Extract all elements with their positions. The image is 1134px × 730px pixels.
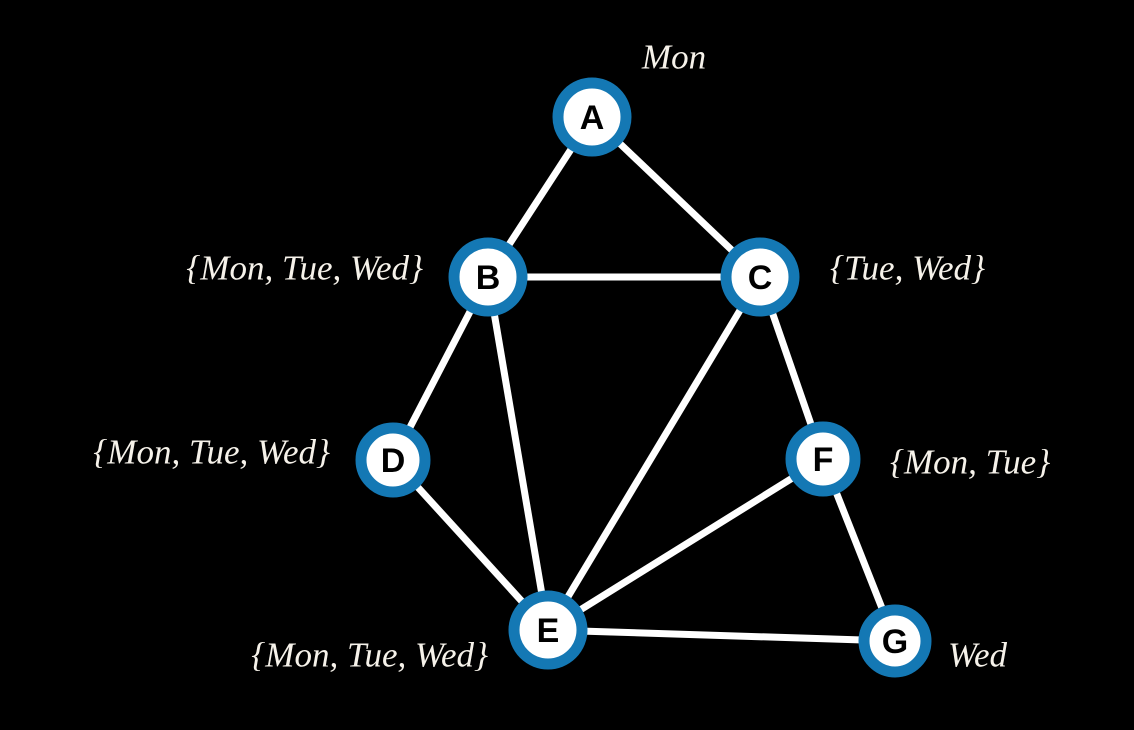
labels-group: Mon {Mon, Tue, Wed} {Tue, Wed} {Mon, Tue, W… bbox=[93, 38, 1050, 675]
node-label-g: G bbox=[882, 623, 908, 661]
node-label-d: D bbox=[381, 442, 406, 480]
domain-label-d: {Mon, Tue, Wed} bbox=[93, 433, 330, 472]
node-f[interactable]: F bbox=[785, 421, 861, 497]
node-label-b: B bbox=[476, 259, 501, 297]
node-circle-g bbox=[858, 604, 932, 678]
node-label-a: A bbox=[580, 99, 605, 137]
node-b[interactable]: B bbox=[448, 237, 528, 317]
node-c[interactable]: C bbox=[720, 237, 800, 317]
nodes-group: A B C D E F G bbox=[355, 77, 932, 678]
node-g[interactable]: G bbox=[858, 604, 932, 678]
node-e[interactable]: E bbox=[508, 590, 588, 670]
node-label-c: C bbox=[748, 259, 773, 297]
node-circle-c bbox=[720, 237, 800, 317]
domain-label-f: {Mon, Tue} bbox=[890, 443, 1050, 482]
edge-b-e bbox=[484, 276, 552, 631]
node-label-f: F bbox=[813, 441, 834, 479]
domain-label-e: {Mon, Tue, Wed} bbox=[251, 636, 488, 675]
edge-e-f bbox=[546, 456, 825, 633]
domain-label-g: Wed bbox=[948, 636, 1007, 675]
domain-label-c: {Tue, Wed} bbox=[830, 249, 985, 288]
node-circle-b bbox=[448, 237, 528, 317]
edge-e-g bbox=[547, 626, 896, 645]
node-a[interactable]: A bbox=[552, 77, 632, 157]
domain-label-a: Mon bbox=[641, 38, 706, 77]
domain-label-b: {Mon, Tue, Wed} bbox=[186, 249, 423, 288]
node-circle-f bbox=[785, 421, 861, 497]
node-circle-e bbox=[508, 590, 588, 670]
node-circle-d bbox=[355, 422, 431, 498]
node-d[interactable]: D bbox=[355, 422, 431, 498]
edges-group bbox=[389, 114, 899, 645]
edge-c-e bbox=[544, 275, 764, 632]
node-circle-a bbox=[552, 77, 632, 157]
node-label-e: E bbox=[537, 612, 560, 650]
